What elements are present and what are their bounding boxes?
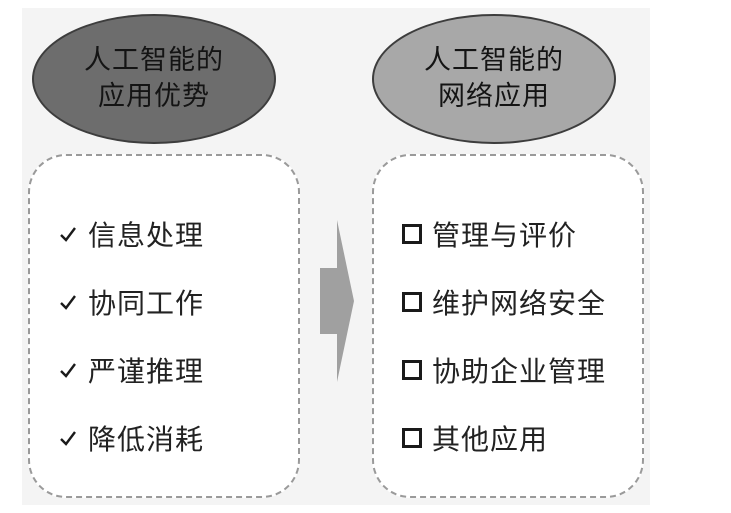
square-icon (402, 224, 422, 244)
check-icon (48, 429, 88, 447)
right-item-label: 其他应用 (432, 423, 549, 456)
check-icon (48, 225, 88, 243)
left-list-item: 严谨推理 (30, 348, 298, 392)
right-items-panel: 管理与评价 维护网络安全 协助企业管理 其他应用 (372, 154, 644, 498)
left-item-label: 严谨推理 (88, 355, 205, 388)
right-list-item: 协助企业管理 (374, 348, 642, 392)
left-title-ellipse: 人工智能的 应用优势 (32, 14, 276, 144)
right-item-label: 维护网络安全 (432, 287, 607, 320)
square-icon (402, 292, 422, 312)
left-list-item: 降低消耗 (30, 416, 298, 460)
right-list-item: 管理与评价 (374, 212, 642, 256)
left-item-label: 降低消耗 (88, 423, 205, 456)
left-list-item: 信息处理 (30, 212, 298, 256)
check-icon (48, 361, 88, 379)
check-icon (48, 293, 88, 311)
left-item-label: 信息处理 (88, 219, 205, 252)
right-title-line1: 人工智能的 (424, 45, 564, 76)
right-item-label: 管理与评价 (432, 219, 578, 252)
right-item-label: 协助企业管理 (432, 355, 607, 388)
square-icon (402, 360, 422, 380)
right-list-item: 维护网络安全 (374, 280, 642, 324)
right-title-line2: 网络应用 (438, 81, 550, 112)
left-item-label: 协同工作 (88, 287, 205, 320)
left-title-line2: 应用优势 (98, 81, 210, 112)
right-list-item: 其他应用 (374, 416, 642, 460)
left-list-item: 协同工作 (30, 280, 298, 324)
square-icon (402, 428, 422, 448)
left-items-panel: 信息处理 协同工作 严谨推理 降低消耗 (28, 154, 300, 498)
right-title-ellipse: 人工智能的 网络应用 (372, 14, 616, 144)
left-title-line1: 人工智能的 (84, 45, 224, 76)
arrow-right-icon (320, 220, 354, 382)
